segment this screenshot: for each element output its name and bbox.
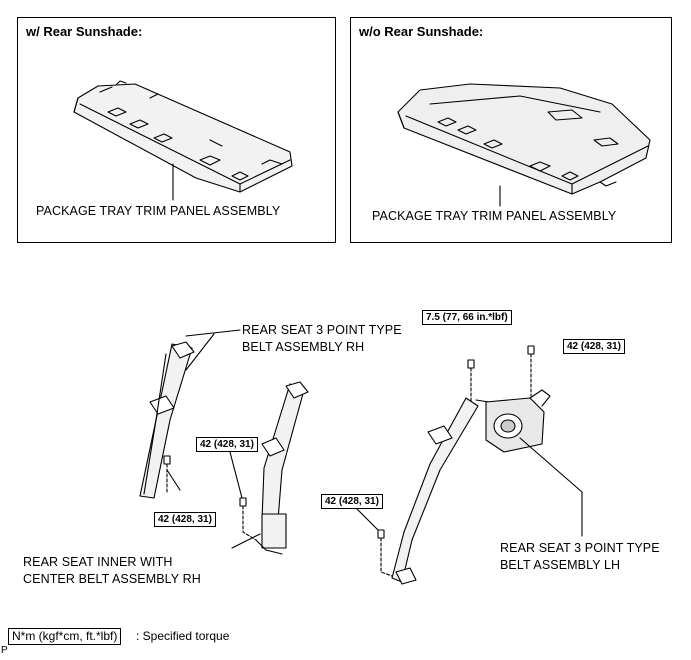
footer-marker: P <box>1 645 8 656</box>
belt-lh-label-line1: REAR SEAT 3 POINT TYPE <box>500 541 660 555</box>
belt-lh-label-line2: BELT ASSEMBLY LH <box>500 558 621 572</box>
torque-box-lh-upper: 7.5 (77, 66 in.*lbf) <box>422 310 512 325</box>
panel-title-without-sunshade: w/o Rear Sunshade: <box>359 24 484 39</box>
belt-center-label-line1: REAR SEAT INNER WITH <box>23 555 173 569</box>
torque-box-rh: 42 (428, 31) <box>154 512 216 527</box>
torque-box-lh-top-right: 42 (428, 31) <box>563 339 625 354</box>
belt-lh-illustration <box>351 345 583 585</box>
package-tray-with-sunshade-illustration <box>73 80 293 201</box>
package-tray-label-without-sunshade: PACKAGE TRAY TRIM PANEL ASSEMBLY <box>372 209 617 223</box>
belt-rh-label-line2: BELT ASSEMBLY RH <box>242 340 365 354</box>
belt-rh-label-line1: REAR SEAT 3 POINT TYPE <box>242 323 402 337</box>
package-tray-label-with-sunshade: PACKAGE TRAY TRIM PANEL ASSEMBLY <box>36 204 281 218</box>
belt-center-label-line2: CENTER BELT ASSEMBLY RH <box>23 572 201 586</box>
belt-center-rh-illustration <box>229 381 309 555</box>
torque-box-center: 42 (428, 31) <box>196 437 258 452</box>
torque-legend-unit-box: N*m (kgf*cm, ft.*lbf) <box>8 628 122 645</box>
belt-rh-illustration <box>139 329 241 499</box>
torque-box-lh-lower: 42 (428, 31) <box>321 494 383 509</box>
torque-legend-description: : Specified torque <box>136 629 230 643</box>
panel-title-with-sunshade: w/ Rear Sunshade: <box>26 24 143 39</box>
package-tray-without-sunshade-illustration <box>397 83 651 207</box>
